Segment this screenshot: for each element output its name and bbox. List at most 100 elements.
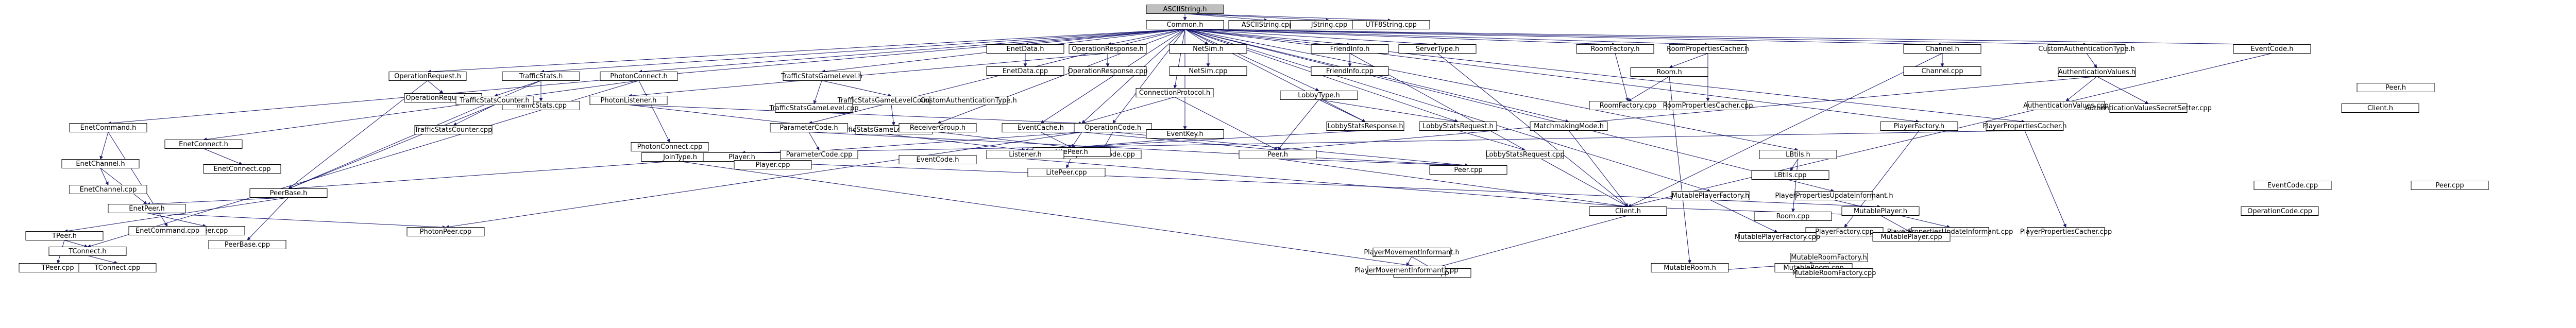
node-litepeer-cpp[interactable]: LitePeer.cpp [1027,168,1106,177]
node-lobbystatsresponse-h[interactable]: LobbyStatsResponse.h [1326,122,1404,131]
node-channel-h[interactable]: Channel.h [1903,44,1981,54]
node-common-h[interactable]: Common.h [1146,20,1224,29]
node-trafficstatsgamelevel-h[interactable]: TrafficStatsGameLevel.h [781,72,862,81]
node-photonconnect-h[interactable]: PhotonConnect.h [600,72,678,81]
node-mutableplayerfactory-h[interactable]: MutablePlayerFactory.h [1671,191,1750,200]
node-operationrequest-h[interactable]: OperationRequest.h [388,72,467,81]
node-playerfactory-cpp[interactable]: PlayerFactory.cpp [1805,227,1884,236]
node-jstring-cpp[interactable]: JString.cpp [1290,20,1368,29]
node-enetchannel-h[interactable]: EnetChannel.h [61,159,140,168]
node-servertype-h[interactable]: ServerType.h [1398,44,1477,54]
node-operationresponse-cpp[interactable]: OperationResponse.cpp [1068,66,1148,76]
node-lobbytype-h[interactable]: LobbyType.h [1280,91,1358,100]
node-connectionprotocol-h[interactable]: ConnectionProtocol.h [1136,88,1214,97]
node-playermovementinformant-h[interactable]: PlayerMovementInformant.h [1364,248,1460,257]
node-label: TrafficStatsGameLevel.cpp [769,105,858,112]
node-peer-cpp[interactable]: Peer.cpp [2411,181,2489,190]
node-authenticationvalues-h[interactable]: AuthenticationValues.h [2058,67,2136,77]
node-lobbystatsrequest-h[interactable]: LobbyStatsRequest.h [1419,122,1497,131]
node-asciistring-h[interactable]: ASCIIString.h [1146,5,1224,14]
node-trafficstats-h[interactable]: TrafficStats.h [502,72,580,81]
node-listener-h[interactable]: Listener.h [986,150,1064,159]
node-lbtils-h[interactable]: LBtils.h [1759,150,1837,159]
node-parametercode-h[interactable]: ParameterCode.h [770,123,848,132]
node-mutableroomfactory-h[interactable]: MutableRoomFactory.h [1790,253,1868,262]
node-lobbystatsrequest-cpp[interactable]: LobbyStatsRequest.cpp [1486,150,1565,159]
node-roompropertiescacher-h[interactable]: RoomPropertiesCacher.h [1667,44,1749,54]
edge-operationcode-h-to-operationcode-cpp [1102,132,1113,151]
node-netsim-cpp[interactable]: NetSim.cpp [1169,66,1247,76]
node-playerpropertiesupdateinformant-h[interactable]: PlayerPropertiesUpdateInformant.h [1775,191,1893,200]
node-enetchannel-cpp[interactable]: EnetChannel.cpp [69,185,147,194]
node-playerfactory-h[interactable]: PlayerFactory.h [1880,122,1958,131]
node-player-cpp[interactable]: Player.cpp [734,160,812,169]
node-authenticationvalues-cpp[interactable]: AuthenticationValues.cpp [2023,101,2109,110]
node-trafficstatscounter-cpp[interactable]: TrafficStatsCounter.cpp [414,125,493,134]
node-client-h[interactable]: Client.h [2341,103,2419,113]
node-label: AuthenticationValuesSecretSetter.cpp [2085,105,2212,112]
node-tconnect-cpp[interactable]: TConnect.cpp [78,263,157,272]
node-enetcommand-h[interactable]: EnetCommand.h [69,123,147,132]
node-customauthenticationtype-h[interactable]: CustomAuthenticationType.h [2038,44,2135,54]
node-trafficstatscounter-h[interactable]: TrafficStatsCounter.h [455,96,534,105]
node-eventcache-h[interactable]: EventCache.h [1002,123,1080,132]
node-friendinfo-h[interactable]: FriendInfo.h [1311,44,1389,54]
node-operationcode-h[interactable]: OperationCode.h [1074,123,1152,132]
node-photonconnect-cpp[interactable]: PhotonConnect.cpp [631,142,709,151]
node-receivergroup-h[interactable]: ReceiverGroup.h [899,123,977,132]
node-customauthenticationtype-h[interactable]: CustomAuthenticationType.h [920,96,1017,105]
node-peer-h[interactable]: Peer.h [2357,83,2435,92]
node-lbtils-cpp[interactable]: LBtils.cpp [1751,170,1829,180]
node-trafficstatsgamelevel-cpp[interactable]: TrafficStatsGameLevel.cpp [769,103,859,113]
node-operationresponse-h[interactable]: OperationResponse.h [1069,44,1147,54]
node-eventcode-cpp[interactable]: EventCode.cpp [2253,181,2332,190]
node-enetconnect-h[interactable]: EnetConnect.h [164,140,243,149]
node-matchmakingmode-h[interactable]: MatchmakingMode.h [1530,122,1608,131]
node-parametercode-cpp[interactable]: ParameterCode.cpp [780,150,858,159]
node-mutableplayer-h[interactable]: MutablePlayer.h [1841,206,1920,216]
node-eventkey-h[interactable]: EventKey.h [1146,129,1224,139]
node-roomfactory-h[interactable]: RoomFactory.h [1576,44,1654,54]
node-photonlistener-h[interactable]: PhotonListener.h [589,96,668,105]
node-channel-cpp[interactable]: Channel.cpp [1903,66,1981,76]
node-utf8string-cpp[interactable]: UTF8String.cpp [1352,20,1430,29]
node-label: NetSim.cpp [1189,67,1227,75]
node-roompropertiescacher-cpp[interactable]: RoomPropertiesCacher.cpp [1663,101,1753,110]
node-playerpropertiescacher-cpp[interactable]: PlayerPropertiesCacher.cpp [2020,227,2112,236]
node-peerbase-cpp[interactable]: PeerBase.cpp [208,240,286,249]
edge-lbtils-h-to-lbtils-cpp [1790,159,1799,171]
node-peer-cpp[interactable]: Peer.cpp [1429,165,1507,175]
node-roomfactory-cpp[interactable]: RoomFactory.cpp [1589,101,1667,110]
node-peer-h[interactable]: Peer.h [1239,150,1317,159]
node-photonpeer-cpp[interactable]: PhotonPeer.cpp [406,227,485,236]
node-room-h[interactable]: Room.h [1630,67,1708,77]
node-tpeer-h[interactable]: TPeer.h [25,231,104,240]
node-tpeer-cpp[interactable]: TPeer.cpp [19,263,97,272]
node-tconnect-h[interactable]: TConnect.h [48,247,127,256]
node-enetdata-cpp[interactable]: EnetData.cpp [986,66,1064,76]
node-authenticationvaluessecretsetter-cpp[interactable]: AuthenticationValuesSecretSetter.cpp [2085,103,2212,113]
node-room-cpp[interactable]: Room.cpp [1754,212,1832,221]
node-netsim-h[interactable]: NetSim.h [1169,44,1247,54]
node-mutableroom-h[interactable]: MutableRoom.h [1651,263,1729,272]
node-playermovementinformant-cpp[interactable]: PlayerMovementInformant.cpp [1355,266,1459,275]
node-asciistring-cpp[interactable]: ASCIIString.cpp [1228,20,1307,29]
node-player-h[interactable]: Player.h [703,152,781,162]
node-friendinfo-cpp[interactable]: FriendInfo.cpp [1311,66,1389,76]
node-mutableplayer-cpp[interactable]: MutablePlayer.cpp [1872,232,1951,241]
node-eventcode-h[interactable]: EventCode.h [2233,44,2311,54]
node-enetdata-h[interactable]: EnetData.h [986,44,1064,54]
node-peerbase-h[interactable]: PeerBase.h [249,188,328,198]
node-eventcode-h[interactable]: EventCode.h [899,155,977,164]
node-client-h[interactable]: Client.h [1589,206,1667,216]
node-box [203,164,281,174]
node-playerpropertiescacher-h[interactable]: PlayerPropertiesCacher.h [1982,122,2067,131]
node-enetpeer-h[interactable]: EnetPeer.h [108,204,186,213]
node-mutableroomfactory-cpp[interactable]: MutableRoomFactory.cpp [1792,268,1876,278]
node-box [2058,67,2136,77]
node-enetcommand-cpp[interactable]: EnetCommand.cpp [128,226,207,235]
node-mutableplayerfactory-cpp[interactable]: MutablePlayerFactory.cpp [1735,232,1820,241]
node-operationcode-cpp[interactable]: OperationCode.cpp [2241,206,2319,216]
node-enetconnect-cpp[interactable]: EnetConnect.cpp [203,164,281,174]
node-trafficstatsgamelevelcounter-h[interactable]: TrafficStatsGameLevelCounter.h [837,96,945,105]
